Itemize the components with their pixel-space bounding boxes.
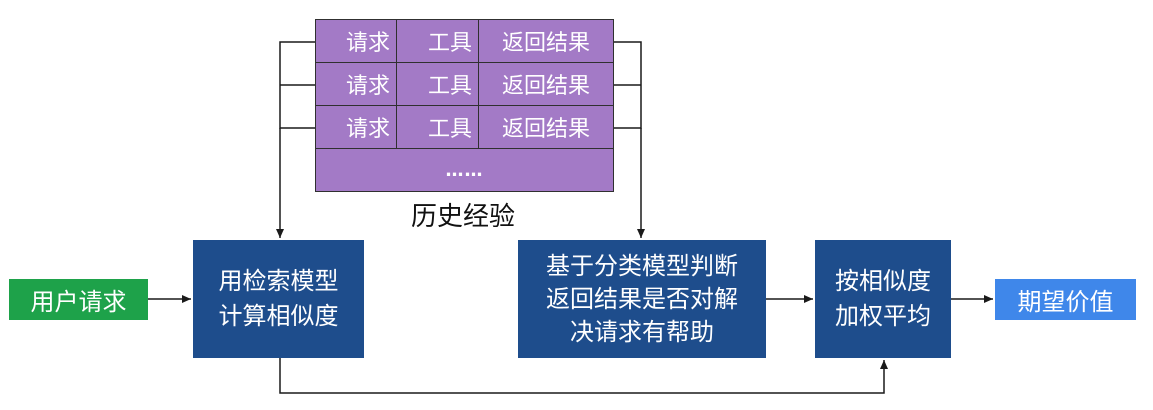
history-result-cell: 返回结果 — [501, 31, 590, 56]
similarity-to-weighted-arrow — [279, 358, 888, 394]
history-row: 请求 工具 返回结果 — [316, 63, 613, 106]
history-caption: 历史经验 — [410, 202, 515, 232]
history-tool-cell: 工具 — [397, 63, 479, 105]
history-row: 请求 工具 返回结果 — [316, 20, 613, 63]
weighted-average-box: 按相似度 加权平均 — [815, 240, 951, 358]
history-left-bracket — [279, 41, 315, 129]
user-request-label: 用户请求 — [30, 288, 127, 316]
history-right-bracket — [614, 41, 642, 129]
history-tool-cell: 工具 — [397, 20, 479, 62]
history-result-cell: 返回结果 — [501, 74, 590, 99]
weighted-average-label: 按相似度 加权平均 — [835, 267, 931, 330]
user-request-box: 用户请求 — [9, 279, 148, 320]
expected-value-label: 期望价值 — [1017, 288, 1114, 316]
history-tool-cell: 工具 — [397, 106, 479, 148]
history-ellipsis: …… — [445, 159, 484, 181]
history-result-cell: 返回结果 — [501, 117, 590, 142]
expected-value-box: 期望价值 — [995, 279, 1136, 320]
history-request-cell: 请求 — [316, 106, 397, 148]
classifier-model-box: 基于分类模型判断 返回结果是否对解 决请求有帮助 — [518, 240, 766, 358]
similarity-model-label: 用检索模型 计算相似度 — [218, 267, 339, 330]
history-table: 请求 工具 返回结果 请求 工具 返回结果 请求 工具 返回结果 …… — [315, 19, 614, 192]
similarity-model-box: 用检索模型 计算相似度 — [193, 240, 364, 358]
history-row: 请求 工具 返回结果 — [316, 106, 613, 149]
history-request-cell: 请求 — [316, 63, 397, 105]
classifier-model-label: 基于分类模型判断 返回结果是否对解 决请求有帮助 — [546, 251, 738, 346]
history-request-cell: 请求 — [316, 20, 397, 62]
